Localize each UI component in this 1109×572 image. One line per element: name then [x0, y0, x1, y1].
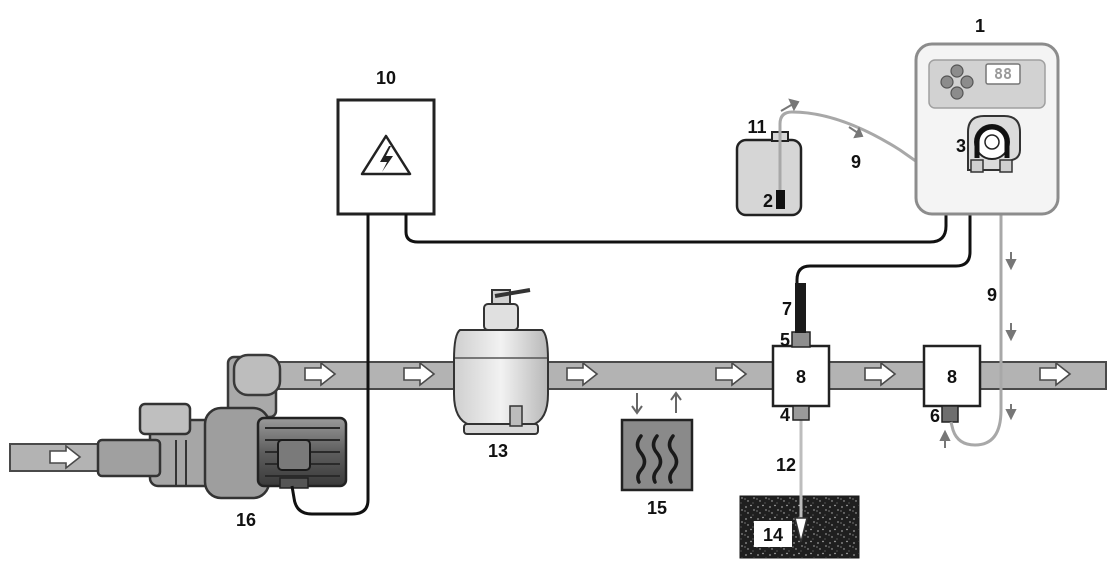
seven-segment-display-icon: 88 — [985, 63, 1021, 85]
injection-saddle — [922, 344, 982, 423]
button-pad-icon — [940, 64, 974, 100]
label-probe: 7 — [782, 299, 792, 319]
label-peristaltic-pump: 3 — [956, 136, 966, 156]
high-voltage-icon — [360, 134, 412, 176]
label-saddle-a: 8 — [796, 367, 806, 387]
label-saddle-b: 8 — [947, 367, 957, 387]
label-tube-right: 9 — [987, 285, 997, 305]
pool-pump — [96, 353, 348, 500]
display-readout: 88 — [994, 65, 1012, 83]
label-probe-holder: 5 — [780, 330, 790, 350]
label-ground: 14 — [763, 525, 783, 545]
label-injection-valve: 6 — [930, 406, 940, 426]
label-earth-fitting: 4 — [780, 405, 790, 425]
label-chemical-tank: 11 — [747, 117, 766, 137]
label-pool-pump: 16 — [236, 510, 256, 530]
heater-flow-arrows — [631, 391, 682, 415]
probe-saddle — [771, 283, 831, 421]
heater — [620, 418, 694, 492]
power-cables — [290, 214, 972, 516]
earth-wire — [794, 420, 808, 543]
filter — [453, 288, 549, 435]
label-tube-upper: 9 — [851, 152, 861, 172]
label-filter: 13 — [488, 441, 508, 461]
label-controller: 1 — [975, 16, 985, 36]
heat-waves-icon — [635, 434, 679, 484]
label-tank-probe: 2 — [763, 191, 773, 211]
label-electrical-panel: 10 — [376, 68, 396, 88]
flow-arrow-icon — [49, 361, 1072, 470]
label-earth-wire: 12 — [776, 455, 796, 475]
label-heater: 15 — [647, 498, 667, 518]
peristaltic-pump — [967, 115, 1021, 173]
